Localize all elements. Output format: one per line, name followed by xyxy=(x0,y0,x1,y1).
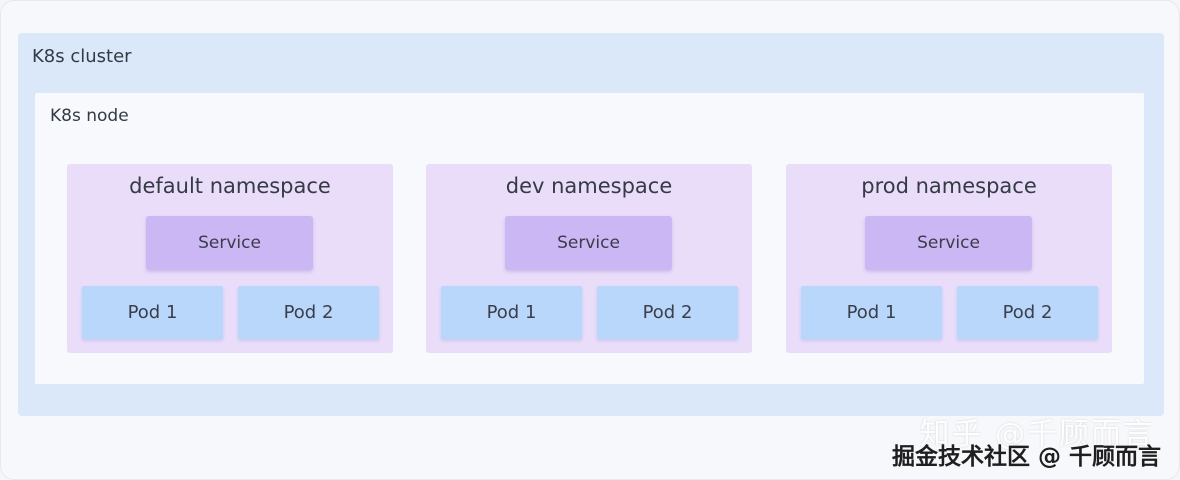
pod-box: Pod 2 xyxy=(597,286,738,339)
namespace-title: prod namespace xyxy=(861,174,1037,198)
pod-box: Pod 1 xyxy=(801,286,942,339)
service-box: Service xyxy=(865,216,1032,270)
zhihu-watermark: 知乎 @千顾而言 xyxy=(919,417,1155,452)
namespace-title: default namespace xyxy=(129,174,331,198)
k8s-node-box: K8s node default namespace Service Pod 1… xyxy=(35,93,1144,384)
namespace-title: dev namespace xyxy=(505,174,673,198)
juejin-watermark: 掘金技术社区 @ 千顾而言 xyxy=(891,444,1161,470)
pod-box: Pod 2 xyxy=(238,286,379,339)
pod-box: Pod 1 xyxy=(441,286,582,339)
service-box: Service xyxy=(146,216,313,270)
cluster-label: K8s cluster xyxy=(32,46,132,67)
namespace-dev: dev namespace Service Pod 1 Pod 2 xyxy=(426,164,752,353)
namespace-prod: prod namespace Service Pod 1 Pod 2 xyxy=(786,164,1112,353)
pod-box: Pod 2 xyxy=(957,286,1098,339)
k8s-cluster-box: K8s cluster K8s node default namespace S… xyxy=(18,33,1164,416)
service-box: Service xyxy=(505,216,672,270)
node-label: K8s node xyxy=(50,106,129,126)
namespace-default: default namespace Service Pod 1 Pod 2 xyxy=(67,164,393,353)
pod-box: Pod 1 xyxy=(82,286,223,339)
